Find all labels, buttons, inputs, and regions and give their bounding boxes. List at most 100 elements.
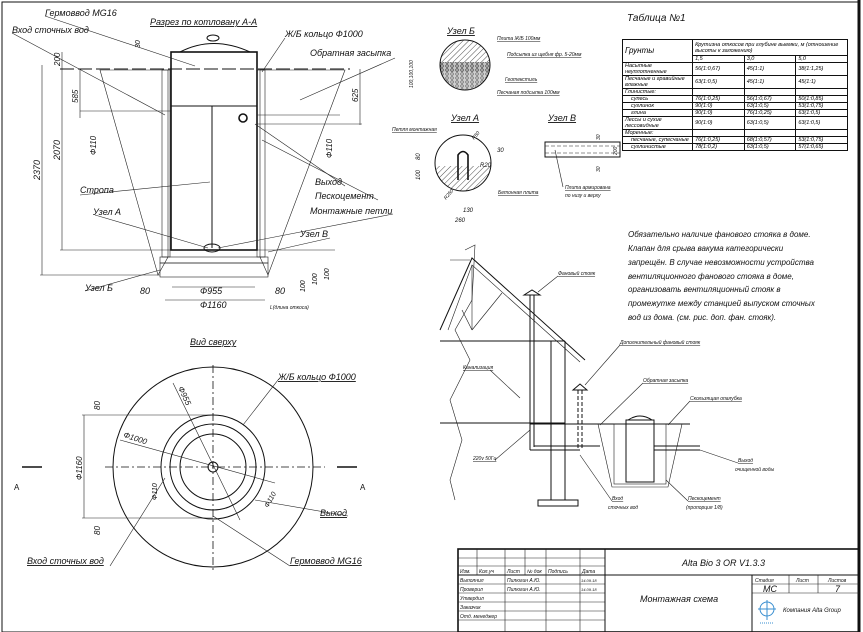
label-stropa: Стропа <box>80 185 114 195</box>
soil-slope-table: Грунты Крутизна откосов при глубине выем… <box>621 39 848 151</box>
top-label-vhod: Вход сточных вод <box>27 556 104 566</box>
dim-80-right: 80 <box>275 286 285 296</box>
node-a-circle <box>434 134 492 192</box>
node-b-label-sand: Песчаная подсыпка 100мм <box>497 90 560 96</box>
table-cell-slope: 63(1:0,5) <box>795 109 848 117</box>
table-cell-slope: 63(1:0,5) <box>692 75 745 89</box>
label-petli: Монтажные петли <box>310 206 392 216</box>
node-a-dim-100: 100 <box>416 169 422 180</box>
section-label-left: А <box>14 483 20 492</box>
label-kanal: Канализация <box>463 365 493 371</box>
pit-backfill <box>597 423 683 488</box>
label-house-vhod2: сточных вод <box>608 505 638 511</box>
label-house-backfill: Обратная засыпка <box>643 378 688 384</box>
node-a-label-slab: Бетонная плита <box>498 190 539 196</box>
table-cell-slope: 53(1:0,75) <box>795 136 848 144</box>
note-line: промежутке между станцией выпуском сточн… <box>628 299 816 308</box>
top-dim-80-bottom: 80 <box>93 526 102 535</box>
table-title: Таблица №1 <box>627 12 686 24</box>
note-line: вентиляционного фанового стояка в доме, <box>628 272 794 281</box>
sand-cement-left <box>161 69 171 258</box>
table-header-slope: Крутизна откосов при глубине выемки, м (… <box>692 39 848 56</box>
node-v-dim-200: 200 <box>613 146 619 156</box>
node-a-dim-80: 80 <box>416 153 422 160</box>
tb-col-data: Дата <box>581 569 595 575</box>
label-ring: Ж/Б кольцо Ф1000 <box>284 29 363 39</box>
table-cell-soil: Моренные: <box>621 129 694 137</box>
tb-date: 14.09.18 <box>581 578 597 583</box>
label-uzel-b: Узел Б <box>84 283 113 293</box>
node-b-circle <box>439 39 491 91</box>
label-proportion: (пропорция 1/8) <box>686 505 723 511</box>
tb-name: Пилюгин А.Ю. <box>507 578 541 584</box>
title-block: Изм. Кол.уч Лист № док Подпись Дата Выпо… <box>457 548 860 632</box>
tb-col-ndok: № док <box>527 569 542 575</box>
dim-line-955 <box>172 382 241 521</box>
dim-2070: 2070 <box>52 140 62 161</box>
label-house-peskocement: Пескоцемент <box>688 496 721 502</box>
dim-2370: 2370 <box>32 160 42 181</box>
label-backfill: Обратная засыпка <box>310 48 391 58</box>
tb-col-list: Лист <box>506 569 520 575</box>
label-formwork: Скользящая опалубка <box>690 396 742 402</box>
node-a-dim-130: 130 <box>463 208 474 214</box>
label-peskocement: Пескоцемент <box>315 191 374 201</box>
tb-role: Заказчик <box>460 605 481 611</box>
node-b-title: Узел Б <box>446 26 475 36</box>
table-cell-slope: 53(1:0,75) <box>795 102 848 110</box>
node-v-dim-30a: 30 <box>596 134 602 140</box>
station-tank <box>625 419 655 483</box>
note-line: Клапан для срыва вакума категорически <box>628 244 784 253</box>
tb-role: Проверил <box>460 587 483 593</box>
dim-100a: 100 <box>300 280 307 292</box>
dim-585: 585 <box>71 89 80 103</box>
mounting-loop <box>203 243 221 253</box>
tb-role: Отд. менеджер <box>460 614 497 620</box>
label-house-vyhod2: очищенной воды <box>735 466 774 473</box>
node-v-title: Узел В <box>547 113 576 123</box>
table-cell-slope: 63(1:0,5) <box>795 116 848 130</box>
note-line: запрещён. В случае невозможности устройс… <box>627 258 815 267</box>
table-depth: 3,0 <box>743 55 797 63</box>
dim-625: 625 <box>351 88 360 102</box>
top-dim-955: Ф955 <box>176 385 193 407</box>
dim-80-left: 80 <box>140 286 150 296</box>
dim-200: 200 <box>53 52 62 67</box>
label-power: 220v 50Гц <box>472 456 497 462</box>
section-a-a: Разрез по котловану А-А 2370 2070 585 <box>11 8 396 311</box>
leader-uzel-v <box>267 237 331 253</box>
node-v-detail: Узел В 30 200 30 Плита армирована по низ… <box>544 113 621 199</box>
table-cell-slope <box>692 129 745 137</box>
house-cut-line <box>449 244 476 501</box>
table-cell-slope <box>795 88 848 96</box>
leader-peskocement <box>261 139 379 201</box>
table-cell-soil: глина <box>621 109 694 117</box>
table-cell-soil: супесь <box>621 95 694 103</box>
dim-100b: 100 <box>312 273 319 285</box>
company-logo <box>758 600 776 624</box>
leader-uzel-a <box>94 214 209 249</box>
leader-stropa <box>79 181 211 196</box>
tb-sheets-label: Листов <box>827 578 847 584</box>
table-cell-slope: 56(1:0,67) <box>692 62 745 76</box>
backfill-left <box>99 69 169 276</box>
table-cell-slope: 68(1:0,57) <box>743 136 797 144</box>
table-cell-slope: 63(1:0,5) <box>743 116 797 130</box>
top-label-ring: Ж/Б кольцо Ф1000 <box>277 372 356 382</box>
leader-petli <box>217 213 394 249</box>
node-b-label-slab: Плита Ж/Б 100мм <box>497 36 541 42</box>
top-dim-1160: Ф1160 <box>75 456 84 480</box>
table-depth: 1,5 <box>692 55 745 63</box>
section-label-right: А <box>360 483 366 492</box>
node-b-dims: 100,100,100 <box>409 60 415 88</box>
top-view-title: Вид сверху <box>190 337 237 347</box>
label-fan-riser: Фановый стояк <box>558 270 596 277</box>
dim-30: 30 <box>135 40 142 48</box>
table-cell-slope <box>795 129 848 137</box>
top-dim-80-top: 80 <box>93 401 102 410</box>
house-scheme: Фановый стояк Дополнительный фановый сто… <box>439 244 774 511</box>
leader-backfill <box>299 57 396 101</box>
tank-lid <box>179 43 251 53</box>
